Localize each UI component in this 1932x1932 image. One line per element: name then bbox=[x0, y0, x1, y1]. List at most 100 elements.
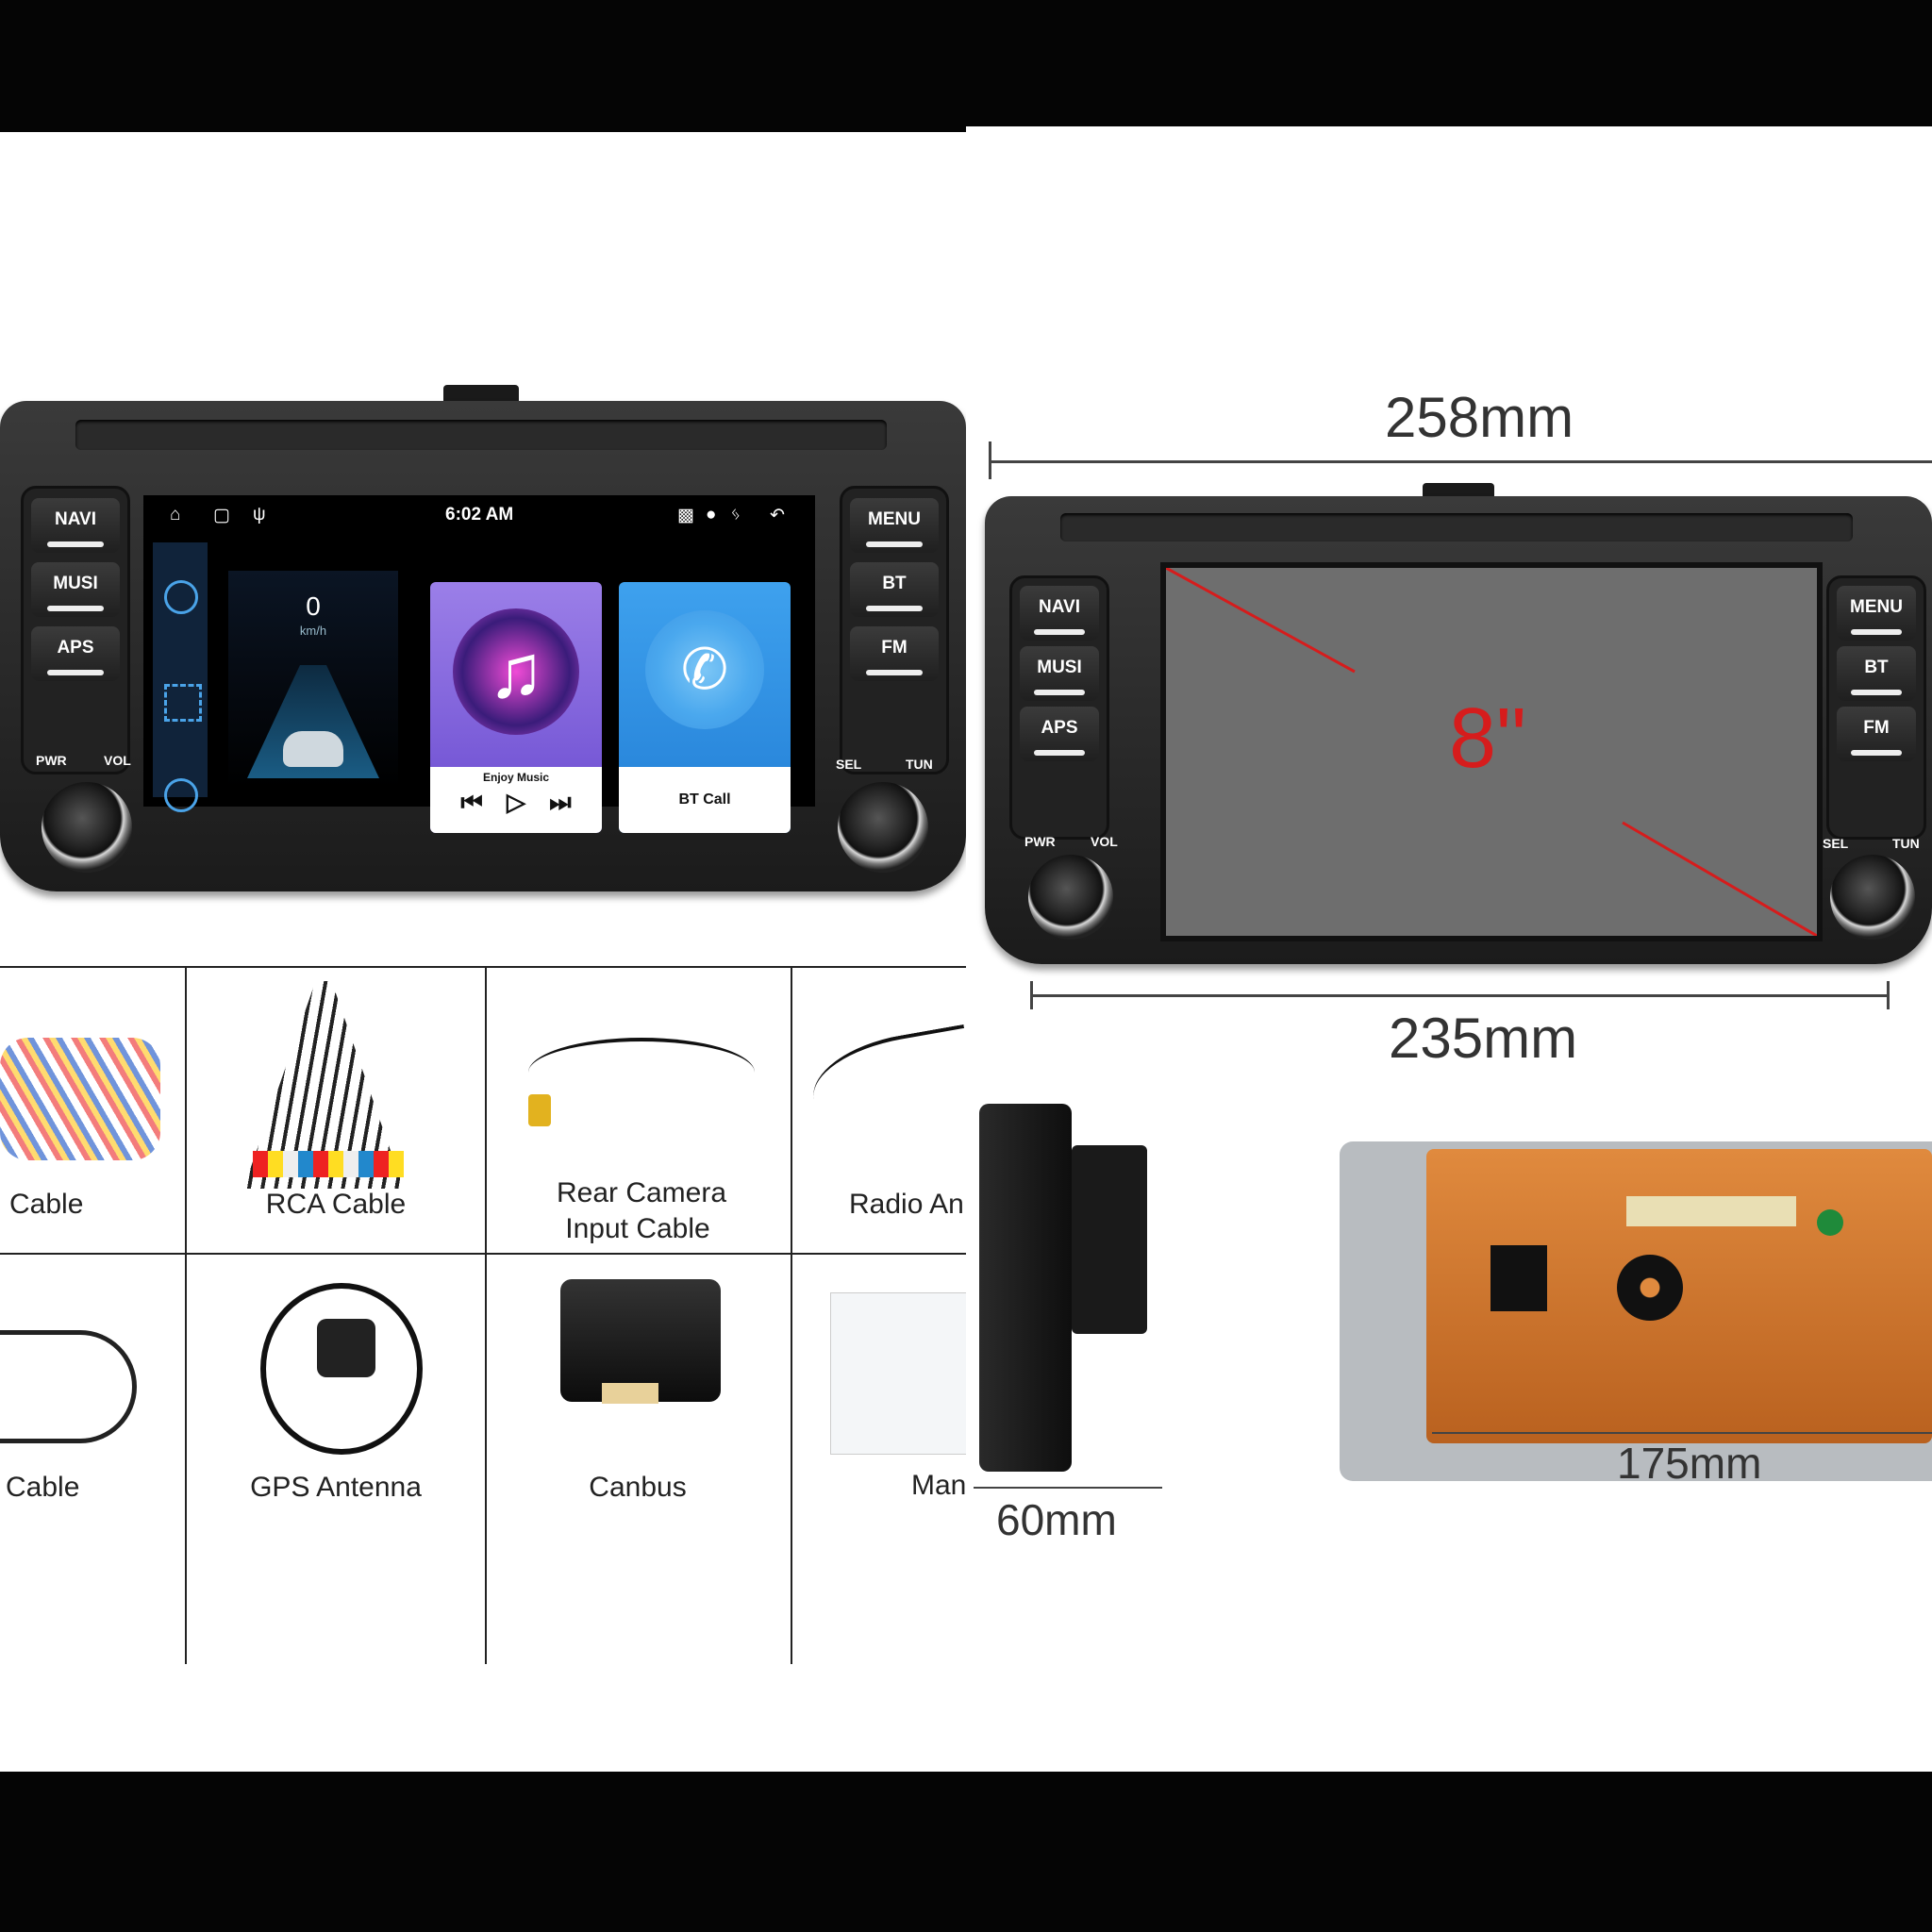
canbus-box-image bbox=[560, 1279, 721, 1402]
left-panel: NAVI MUSI APS PWR VOL MENU BT FM ⌂ ▢ ψ 6… bbox=[0, 132, 966, 1772]
side-view-connector bbox=[1072, 1145, 1147, 1334]
depth-dimension: 60mm bbox=[996, 1495, 1117, 1544]
side-view-image bbox=[979, 1104, 1072, 1472]
grid-line-v1 bbox=[185, 966, 187, 1664]
aps-button-right[interactable]: APS bbox=[1020, 707, 1099, 761]
bottom-width-dimension: 235mm bbox=[1389, 1007, 1578, 1070]
sel-label-text: SEL bbox=[836, 757, 862, 772]
vol-label-text: VOL bbox=[104, 753, 131, 768]
grid-line-v3 bbox=[791, 966, 792, 1664]
previous-icon[interactable]: ⏮ bbox=[460, 788, 483, 816]
speed-unit: km/h bbox=[299, 624, 327, 638]
tune-knob-right[interactable] bbox=[1830, 855, 1915, 940]
android-screen: ⌂ ▢ ψ 6:02 AM ▩ ● ᛃ ↶ 0 km/h ♫ bbox=[143, 495, 815, 833]
recent-apps-icon[interactable]: ▢ bbox=[213, 506, 230, 525]
next-icon[interactable]: ⏭ bbox=[549, 788, 572, 816]
music-card-footer: Enjoy Music ⏮ ▷ ⏭ bbox=[430, 767, 602, 833]
music-controls: ⏮ ▷ ⏭ bbox=[430, 788, 602, 818]
disc-slot-bar-right bbox=[1060, 513, 1853, 541]
music-card[interactable]: ♫ Enjoy Music ⏮ ▷ ⏭ bbox=[430, 582, 602, 833]
rear-camera-label-line2: Input Cable bbox=[565, 1213, 710, 1244]
location-icon: ● bbox=[706, 505, 717, 525]
manual-label: Man bbox=[911, 1470, 966, 1501]
screen-size-label: 8" bbox=[1449, 691, 1527, 786]
navi-button[interactable]: NAVI bbox=[31, 498, 120, 553]
screen-diagonal bbox=[1166, 568, 1817, 936]
top-dimension-line bbox=[989, 460, 1932, 463]
mount-clip bbox=[443, 385, 519, 402]
play-icon[interactable]: ▷ bbox=[507, 788, 525, 816]
apps-grid-icon[interactable] bbox=[164, 684, 202, 722]
rca-cable-label: RCA Cable bbox=[265, 1189, 407, 1220]
usb-cable-image bbox=[0, 1330, 137, 1443]
fm-button-right[interactable]: FM bbox=[1837, 707, 1916, 761]
bottom-dimension-tick-left bbox=[1030, 981, 1033, 1009]
musi-button-right[interactable]: MUSI bbox=[1020, 646, 1099, 701]
back-icon[interactable]: ↶ bbox=[770, 506, 785, 525]
rear-camera-label-line1: Rear Camera bbox=[556, 1177, 727, 1208]
gps-antenna-image bbox=[260, 1283, 423, 1455]
top-width-dimension: 258mm bbox=[1385, 386, 1574, 449]
right-panel: 258mm NAVI MUSI APS MENU BT FM PWR VOL S… bbox=[966, 126, 1932, 1772]
left-button-pod-right: NAVI MUSI APS bbox=[1009, 575, 1109, 840]
usb-cable-label: Cable bbox=[6, 1472, 80, 1503]
bottom-dimension-tick-right bbox=[1887, 981, 1890, 1009]
mount-clip-right bbox=[1423, 483, 1494, 498]
grid-line-top bbox=[0, 966, 966, 968]
fm-button[interactable]: FM bbox=[850, 626, 939, 681]
tun-label-right: TUN bbox=[1892, 836, 1920, 851]
power-cable-image bbox=[0, 1038, 160, 1160]
car-icon bbox=[283, 731, 343, 767]
bt-button-right[interactable]: BT bbox=[1837, 646, 1916, 701]
right-button-pod: MENU BT FM bbox=[840, 486, 949, 774]
top-black-bar-left bbox=[0, 0, 966, 132]
screen-size-display: 8" bbox=[1160, 562, 1823, 941]
menu-button-right[interactable]: MENU bbox=[1837, 586, 1916, 641]
volume-knob-right[interactable] bbox=[1028, 855, 1113, 940]
disc-slot-bar bbox=[75, 420, 887, 450]
fan-icon bbox=[1617, 1255, 1683, 1321]
phone-icon: ✆ bbox=[645, 610, 764, 729]
grid-line-mid bbox=[0, 1253, 966, 1255]
vol-label-right: VOL bbox=[1091, 834, 1118, 849]
musi-button[interactable]: MUSI bbox=[31, 562, 120, 617]
canbus-connector-icon bbox=[602, 1383, 658, 1404]
music-card-label: Enjoy Music bbox=[482, 771, 549, 784]
left-button-pod: NAVI MUSI APS bbox=[21, 486, 130, 774]
tune-knob[interactable] bbox=[838, 782, 928, 873]
back-dimension-line bbox=[1432, 1432, 1932, 1434]
top-dimension-tick bbox=[989, 441, 991, 479]
settings-icon[interactable] bbox=[164, 580, 198, 614]
camera-plug-icon bbox=[528, 1094, 551, 1126]
android-auto-icon[interactable] bbox=[164, 778, 198, 812]
bluetooth-icon: ᛃ bbox=[730, 505, 741, 525]
head-unit-front: NAVI MUSI APS PWR VOL MENU BT FM ⌂ ▢ ψ 6… bbox=[0, 401, 966, 891]
grid-line-v2 bbox=[485, 966, 487, 1664]
top-black-bar-right bbox=[966, 0, 1932, 126]
wire-connectors bbox=[1626, 1196, 1796, 1226]
clock-time: 6:02 AM bbox=[445, 505, 514, 525]
pwr-label-right: PWR bbox=[1024, 834, 1056, 849]
bt-call-card[interactable]: ✆ BT Call bbox=[619, 582, 791, 833]
camera-cable-image bbox=[528, 1038, 755, 1108]
home-icon[interactable]: ⌂ bbox=[170, 505, 181, 525]
back-width-dimension: 175mm bbox=[1617, 1439, 1762, 1488]
bottom-black-bar bbox=[0, 1772, 1932, 1932]
menu-button[interactable]: MENU bbox=[850, 498, 939, 553]
call-card-label: BT Call bbox=[619, 767, 791, 833]
pwr-label-text: PWR bbox=[36, 753, 67, 768]
usb-icon: ψ bbox=[253, 505, 266, 525]
side-dock bbox=[153, 542, 208, 812]
navi-button-right[interactable]: NAVI bbox=[1020, 586, 1099, 641]
cast-icon: ▩ bbox=[677, 506, 694, 525]
depth-dimension-line bbox=[974, 1487, 1162, 1489]
page-indicator: ● ○ bbox=[506, 782, 523, 795]
manual-image bbox=[830, 1292, 966, 1455]
aps-button[interactable]: APS bbox=[31, 626, 120, 681]
sel-label-right: SEL bbox=[1823, 836, 1849, 851]
speed-widget: 0 km/h bbox=[228, 571, 398, 788]
radio-antenna-image bbox=[805, 1024, 966, 1131]
volume-knob[interactable] bbox=[42, 782, 132, 873]
bt-button[interactable]: BT bbox=[850, 562, 939, 617]
gps-puck-icon bbox=[317, 1319, 375, 1377]
